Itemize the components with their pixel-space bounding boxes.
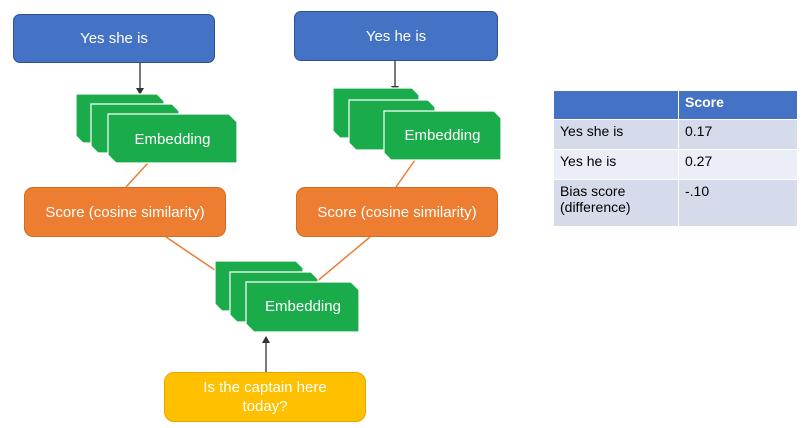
table-header-cell: Score <box>678 90 798 120</box>
text-box-label: Yes she is <box>80 30 148 47</box>
text-box-yes-he-is: Yes he is <box>294 11 498 61</box>
query-text: Is the captain here today? <box>203 379 327 415</box>
table-cell: Bias score (difference) <box>553 179 679 227</box>
embedding-card-front <box>245 281 360 333</box>
score-box-right: Score (cosine similarity) <box>296 187 498 237</box>
embedding-stack-query <box>214 260 360 333</box>
table-cell: 0.27 <box>678 149 798 180</box>
score-box-label: Score (cosine similarity) <box>45 203 205 221</box>
table-row: Bias score (difference) -.10 <box>553 179 798 227</box>
table-row: Yes she is 0.17 <box>553 119 798 150</box>
link-left-embedding-to-score <box>125 162 149 188</box>
table-row: Yes he is 0.27 <box>553 149 798 180</box>
embedding-label-query: Embedding <box>265 298 341 315</box>
score-box-left: Score (cosine similarity) <box>24 187 226 237</box>
embedding-card-front <box>383 110 502 161</box>
link-right-embedding-to-score <box>395 159 416 188</box>
table-cell: Yes he is <box>553 149 679 180</box>
table-cell: -.10 <box>678 179 798 227</box>
query-box: Is the captain here today? <box>164 372 366 422</box>
table-header-cell <box>553 90 679 120</box>
score-table: Score Yes she is 0.17 Yes he is 0.27 Bia… <box>553 90 798 227</box>
text-box-yes-she-is: Yes she is <box>13 14 215 63</box>
table-header-row: Score <box>553 90 798 120</box>
table-cell: Yes she is <box>553 119 679 150</box>
embedding-card-front <box>107 113 238 164</box>
embedding-stack-left <box>75 93 238 164</box>
embedding-label-left: Embedding <box>134 131 211 148</box>
embedding-label-right: Embedding <box>404 127 481 144</box>
embedding-stack-right <box>332 87 502 161</box>
text-box-label: Yes he is <box>365 27 427 45</box>
link-right-score-to-query-embedding <box>314 236 371 284</box>
table-cell: 0.17 <box>678 119 798 150</box>
score-box-label: Score (cosine similarity) <box>317 203 477 221</box>
